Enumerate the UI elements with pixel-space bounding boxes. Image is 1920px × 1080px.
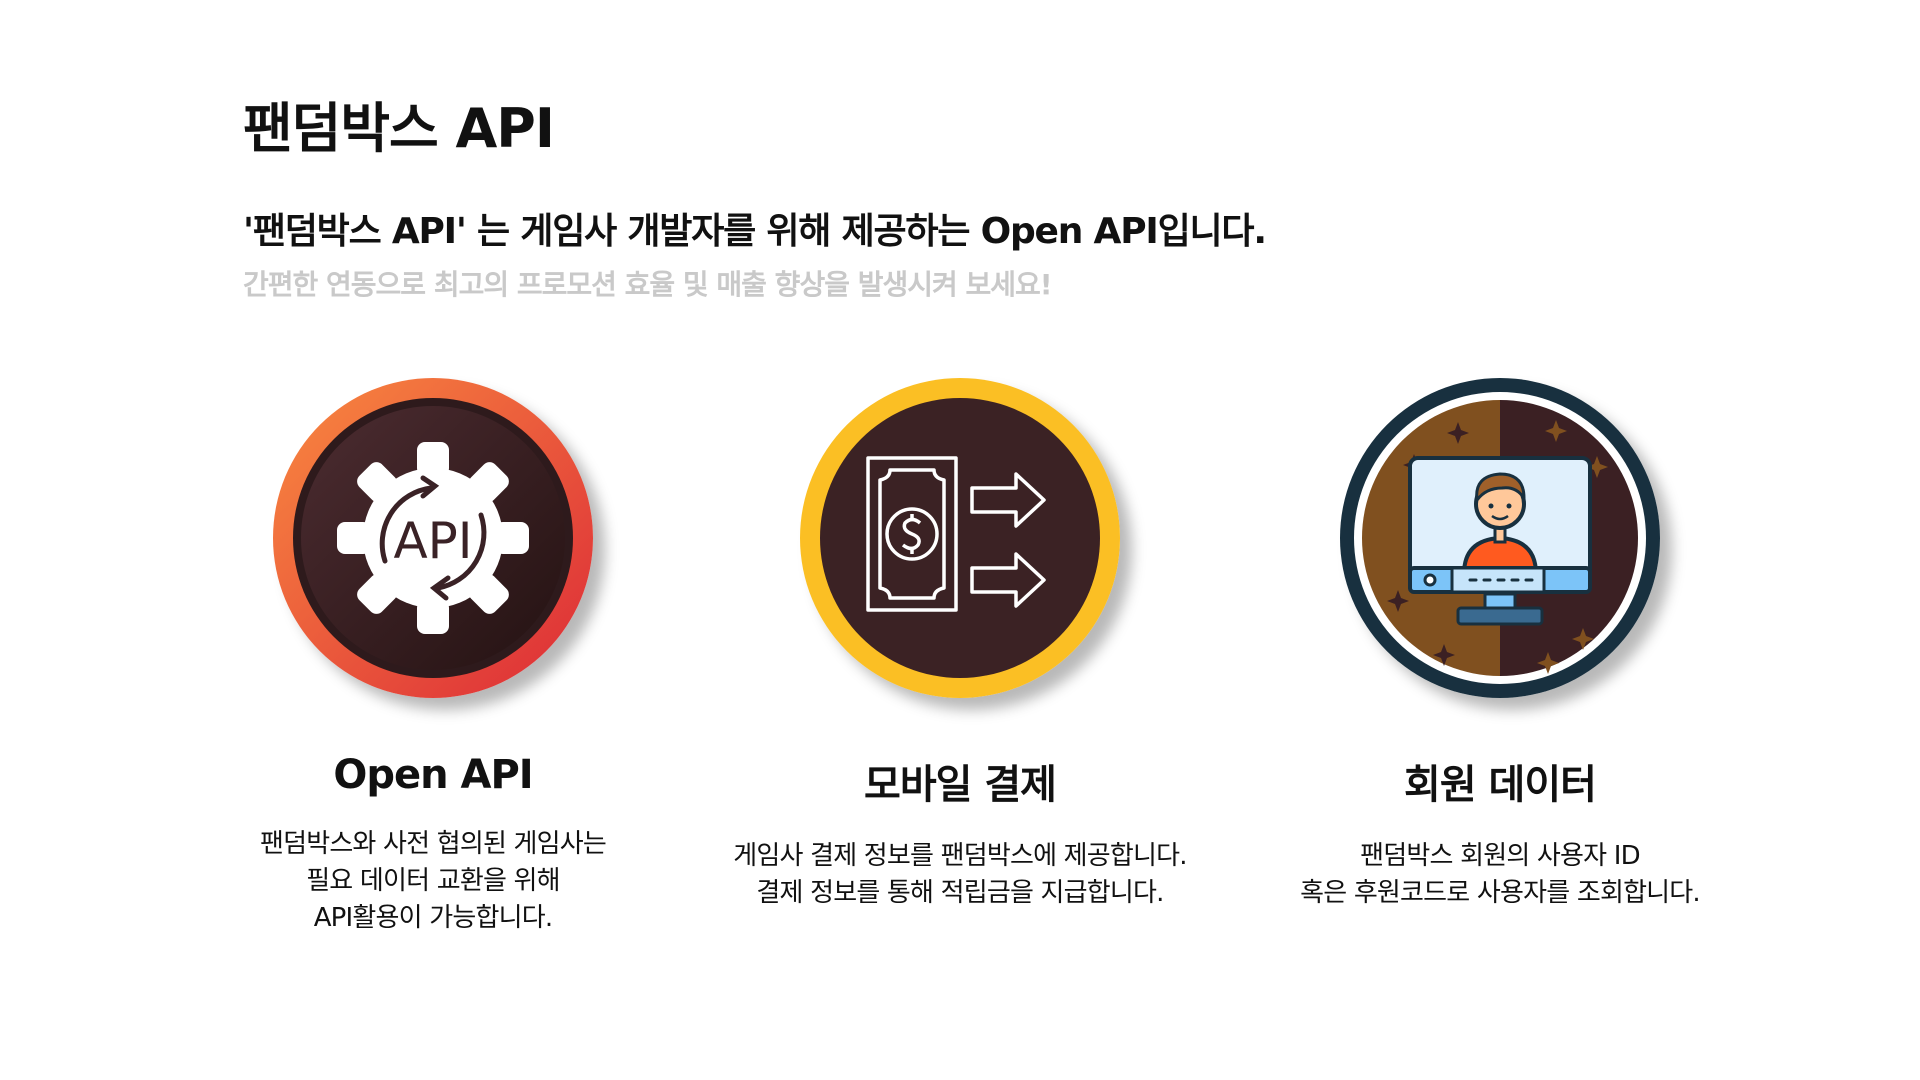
card-title: 회원 데이터	[1404, 762, 1597, 808]
page-tagline: 간편한 연동으로 최고의 프로모션 효율 및 매출 향상을 발생시켜 보세요!	[243, 268, 1053, 301]
page-subtitle: '팬덤박스 API' 는 게임사 개발자를 위해 제공하는 Open API입니…	[243, 211, 1267, 252]
feature-card-open-api: API Open API 팬덤박스와 사전 협의된 게임사는 필요 데이터 교환…	[173, 378, 693, 937]
api-gear-icon: API	[273, 378, 593, 698]
money-transfer-icon	[800, 378, 1120, 698]
card-description: 팬덤박스와 사전 협의된 게임사는 필요 데이터 교환을 위해 API활용이 가…	[259, 829, 607, 933]
svg-text:API: API	[393, 512, 472, 570]
card-description: 게임사 결제 정보를 팬덤박스에 제공합니다. 결제 정보를 통해 적립금을 지…	[733, 841, 1187, 908]
user-monitor-icon	[1340, 378, 1660, 698]
card-title: 모바일 결제	[864, 762, 1057, 808]
feature-card-member-data: 회원 데이터 팬덤박스 회원의 사용자 ID 혹은 후원코드로 사용자를 조회합…	[1240, 378, 1760, 912]
feature-card-mobile-payment: 모바일 결제 게임사 결제 정보를 팬덤박스에 제공합니다. 결제 정보를 통해…	[700, 378, 1220, 912]
card-title: Open API	[333, 752, 533, 798]
card-description: 팬덤박스 회원의 사용자 ID 혹은 후원코드로 사용자를 조회합니다.	[1300, 841, 1701, 908]
page-title: 팬덤박스 API	[243, 97, 555, 160]
